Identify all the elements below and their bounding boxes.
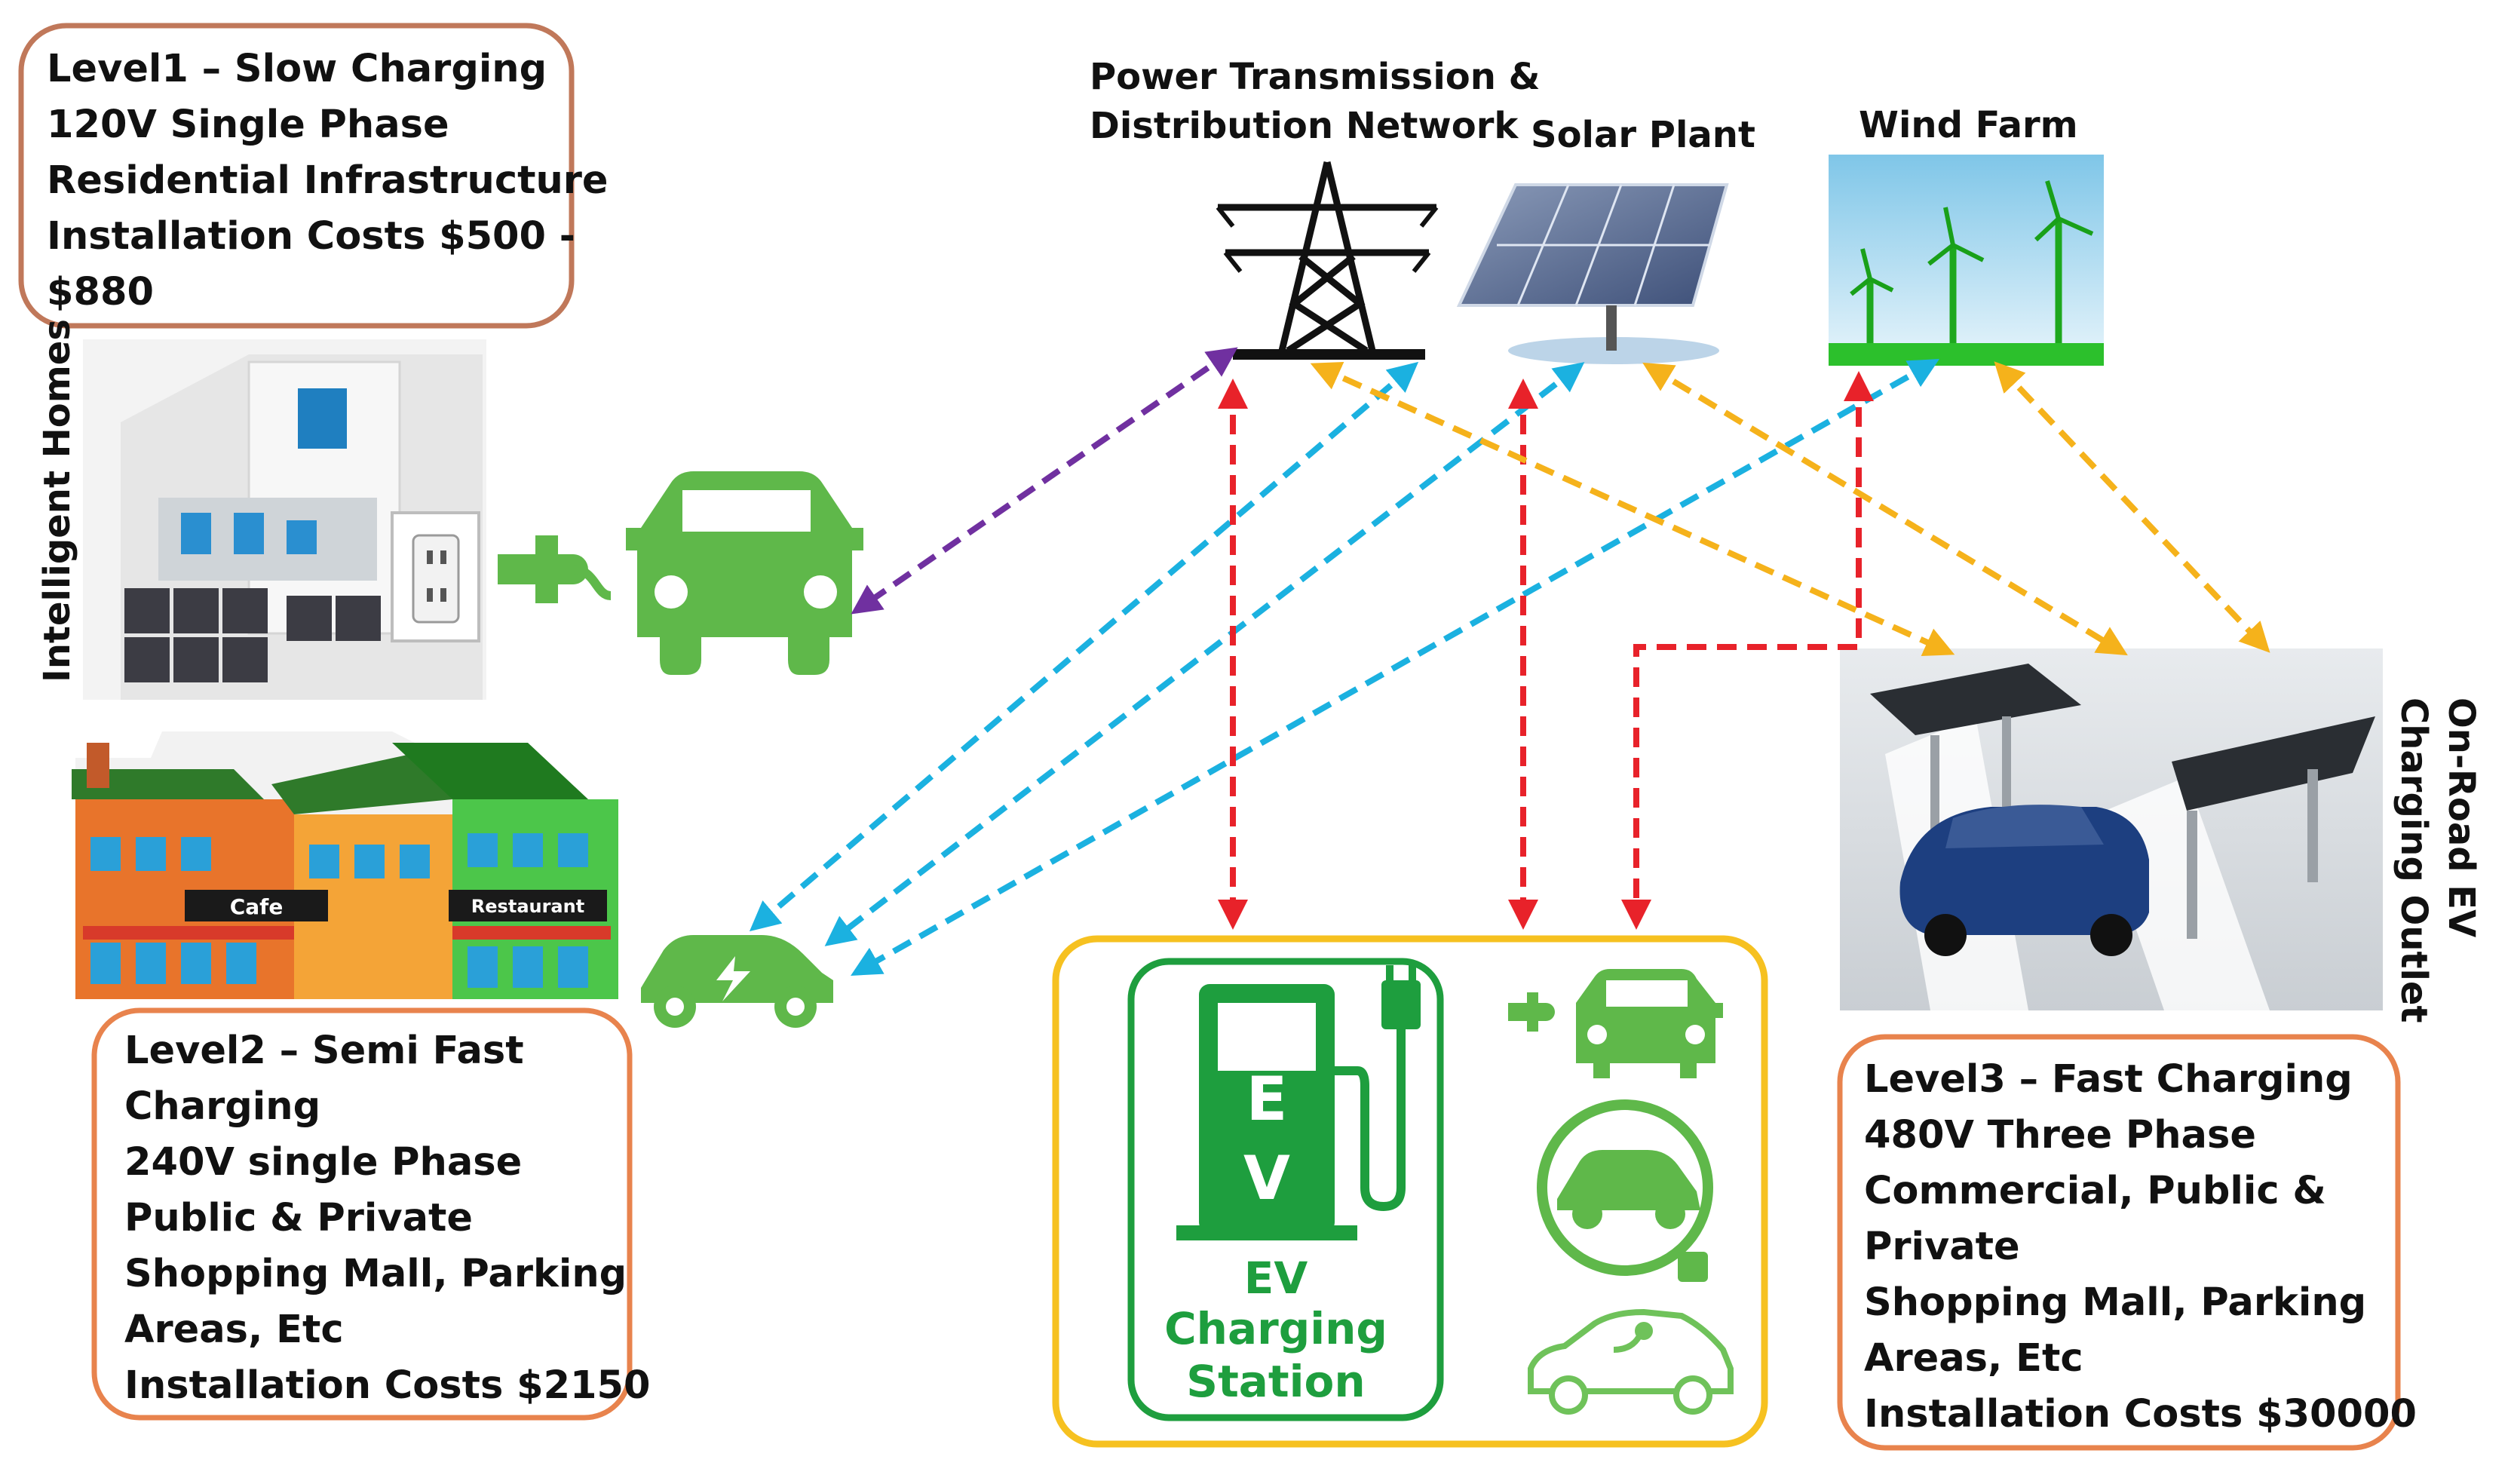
onroad-charging-image bbox=[1840, 648, 2383, 1010]
transmission-tower-icon bbox=[1216, 161, 1439, 360]
intelligent-homes-label: Intelligent Homes bbox=[36, 319, 78, 682]
level2-line-2: Charging bbox=[124, 1084, 320, 1129]
level1-line-4: Installation Costs $500 - bbox=[47, 214, 575, 259]
solar-panel-icon bbox=[1456, 183, 1729, 364]
level1-line-5: $880 bbox=[47, 270, 154, 314]
level2-line-6: Areas, Etc bbox=[124, 1308, 344, 1352]
power-network-label-line1: Power Transmission & bbox=[1090, 56, 1541, 98]
connector-lines bbox=[749, 347, 2270, 976]
level1-info-box: Level1 – Slow Charging 120V Single Phase… bbox=[18, 23, 609, 329]
level2-info-box: Level2 – Semi Fast Charging 240V single … bbox=[91, 1007, 651, 1421]
station-car-plug-icon bbox=[1508, 969, 1723, 1078]
wind-farm-label: Wind Farm bbox=[1859, 104, 2078, 146]
level2-line-1: Level2 – Semi Fast bbox=[124, 1029, 524, 1073]
level1-ev-car-icon bbox=[498, 471, 863, 675]
station-title-line2: Charging bbox=[1164, 1303, 1387, 1354]
link-wind-to-level2 bbox=[851, 359, 1939, 976]
power-network-label-line2: Distribution Network bbox=[1090, 105, 1519, 147]
onroad-label-line2: Charging Outlet bbox=[2393, 698, 2435, 1023]
level2-building-image: Cafe Restaurant bbox=[72, 731, 618, 999]
link-solar-to-onroad bbox=[1642, 362, 2128, 656]
level3-line-7: Installation Costs $30000 bbox=[1864, 1392, 2417, 1436]
onroad-label-line1: On-Road EV bbox=[2440, 698, 2482, 937]
level3-line-2: 480V Three Phase bbox=[1864, 1113, 2256, 1157]
solar-plant-label: Solar Plant bbox=[1531, 114, 1755, 156]
station-car-outline-icon bbox=[1528, 1308, 1734, 1415]
level1-line-2: 120V Single Phase bbox=[47, 103, 449, 147]
level2-line-7: Installation Costs $2150 bbox=[124, 1363, 651, 1408]
level2-line-4: Public & Private bbox=[124, 1196, 473, 1240]
link-wind-to-onroad bbox=[1994, 361, 2270, 653]
level3-line-6: Areas, Etc bbox=[1864, 1336, 2083, 1381]
level2-ev-car-icon bbox=[641, 935, 833, 1028]
station-title-line3: Station bbox=[1186, 1356, 1365, 1407]
level3-line-5: Shopping Mall, Parking bbox=[1864, 1280, 2366, 1325]
restaurant-sign: Restaurant bbox=[471, 896, 584, 917]
ev-pump-icon bbox=[1176, 965, 1421, 1240]
station-car-circle-icon bbox=[1537, 1099, 1713, 1282]
level2-line-5: Shopping Mall, Parking bbox=[124, 1252, 627, 1296]
level3-line-4: Private bbox=[1864, 1225, 2020, 1269]
level3-line-3: Commercial, Public & bbox=[1864, 1169, 2326, 1213]
link-wind-to-station bbox=[1621, 371, 1874, 930]
cafe-sign: Cafe bbox=[230, 894, 284, 919]
wind-farm-icon bbox=[1829, 155, 2104, 366]
link-solar-to-level2 bbox=[824, 362, 1585, 946]
intelligent-home-image bbox=[83, 339, 486, 700]
ev-charging-station-box: E V EV Charging Station bbox=[1052, 935, 1768, 1448]
level3-line-1: Level3 – Fast Charging bbox=[1864, 1057, 2353, 1102]
level2-line-3: 240V single Phase bbox=[124, 1140, 522, 1185]
pump-letter-e: E bbox=[1246, 1064, 1288, 1134]
station-title-line1: EV bbox=[1244, 1253, 1308, 1304]
level1-line-3: Residential Infrastructure bbox=[47, 158, 609, 203]
level3-info-box: Level3 – Fast Charging 480V Three Phase … bbox=[1837, 1034, 2417, 1451]
level1-line-1: Level1 – Slow Charging bbox=[47, 47, 547, 91]
pump-letter-v: V bbox=[1243, 1143, 1290, 1213]
